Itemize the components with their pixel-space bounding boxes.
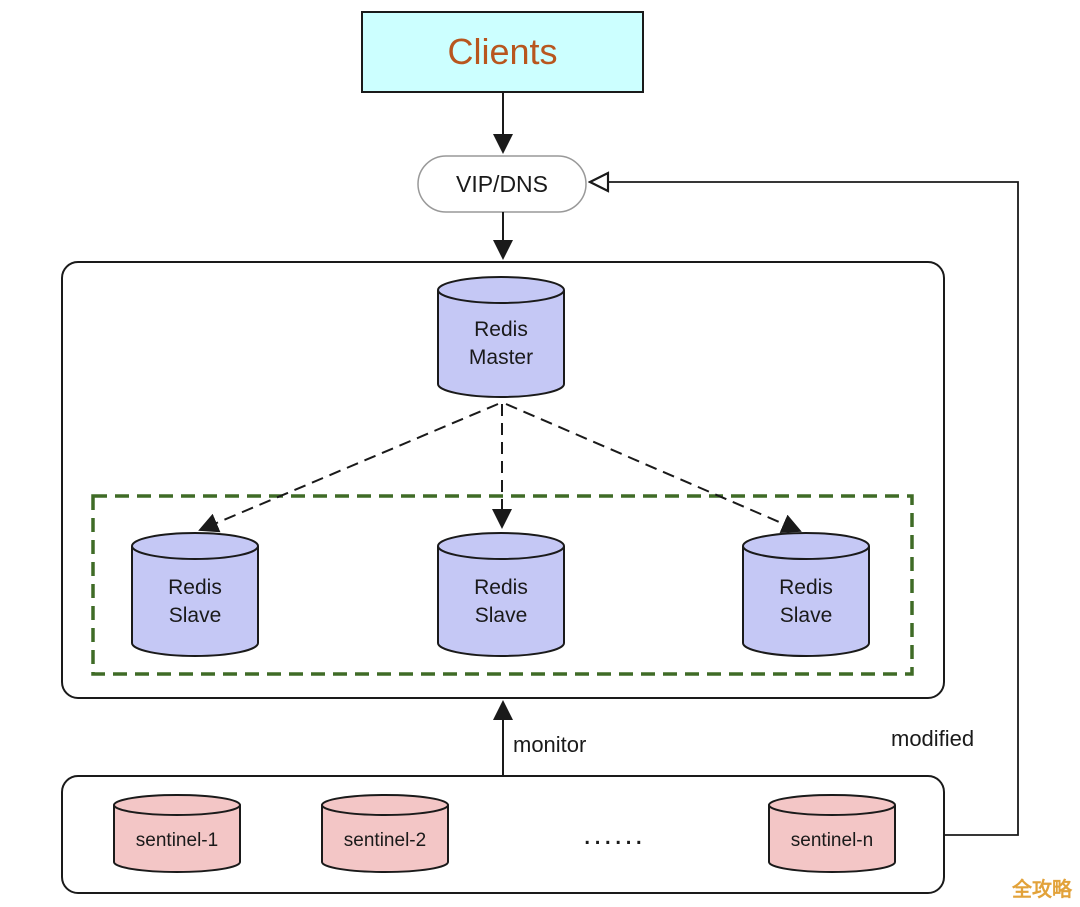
redis-master-line2: Master — [468, 346, 534, 369]
replication-arrow-left — [198, 403, 499, 533]
more-sentinels-ellipsis: ...... — [583, 818, 646, 851]
sentinel-cylinder-1 — [113, 794, 241, 873]
redis-master-line1: Redis — [474, 318, 528, 341]
redis-slave-line2: Slave — [779, 604, 833, 627]
redis-slave-line1: Redis — [474, 576, 528, 599]
redis-slave-cylinder-1 — [131, 532, 259, 657]
redis-slave-label-3: Redis Slave — [743, 562, 869, 642]
watermark-logo: 全攻略 — [1012, 877, 1072, 901]
redis-master-cylinder — [437, 276, 565, 398]
sentinel-label-1: sentinel-1 — [135, 830, 219, 851]
redis-slave-line1: Redis — [779, 576, 833, 599]
monitor-label: monitor — [513, 732, 587, 757]
redis-slave-label-2: Redis Slave — [438, 562, 564, 642]
redis-master-label: Redis Master — [438, 304, 564, 384]
sentinel-cylinder-2 — [321, 794, 449, 873]
clients-box — [361, 11, 644, 93]
sentinel-cylinder-n — [768, 794, 896, 873]
slave-group-border — [91, 494, 914, 676]
redis-slave-line1: Redis — [168, 576, 222, 599]
redis-slave-label-1: Redis Slave — [132, 562, 258, 642]
modified-connector — [590, 182, 1019, 836]
redis-slave-line2: Slave — [474, 604, 528, 627]
sentinel-label-n: sentinel-n — [790, 830, 874, 851]
clients-label: Clients — [447, 31, 558, 72]
sentinel-label-2: sentinel-2 — [343, 830, 427, 851]
vip-dns-label: VIP/DNS — [455, 170, 549, 197]
redis-slave-cylinder-2 — [437, 532, 565, 657]
redis-slave-cylinder-3 — [742, 532, 870, 657]
redis-slave-line2: Slave — [168, 604, 222, 627]
modified-label: modified — [891, 726, 975, 751]
replication-arrow-right — [505, 403, 802, 534]
